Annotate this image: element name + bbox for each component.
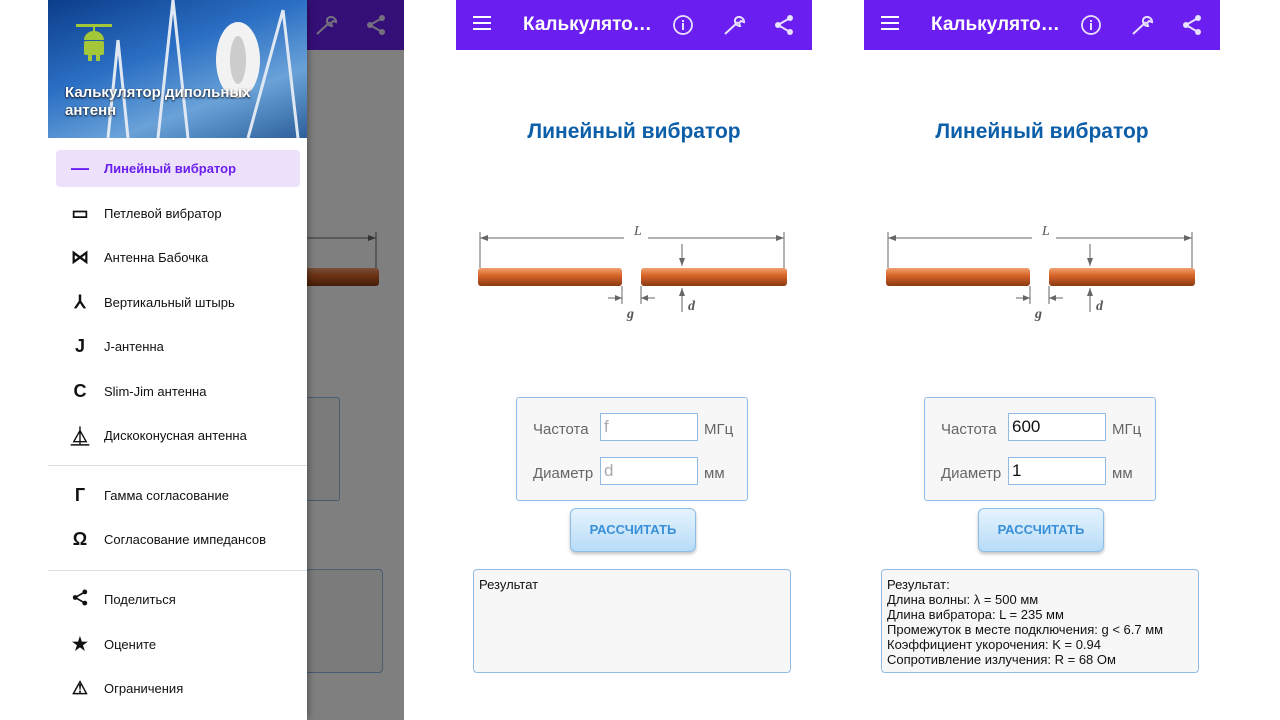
drawer-item[interactable]: ★ Оцените xyxy=(56,626,300,663)
drawer-item-label: Ограничения xyxy=(104,681,184,696)
dipole-diagram: L g d xyxy=(478,224,787,322)
drawer-item-label: Дискоконусная антенна xyxy=(104,428,247,443)
app-bar: Калькулято… xyxy=(456,0,812,50)
drawer-item[interactable]: Г Гамма согласование xyxy=(56,477,300,514)
diameter-unit: мм xyxy=(704,465,725,482)
frequency-label: Частота xyxy=(533,421,589,438)
label-g: g xyxy=(1034,307,1042,322)
screen-drawer: Калькулятор дипольных антенн — Линейный … xyxy=(48,0,404,720)
drawer-item-label: Петлевой вибратор xyxy=(104,206,222,221)
drawer-item-icon: ▭ xyxy=(71,203,89,223)
label-L: L xyxy=(1041,224,1050,239)
divider xyxy=(48,465,307,466)
drawer-item-label: Оцените xyxy=(104,637,157,652)
menu-icon[interactable] xyxy=(473,16,491,30)
frequency-unit: МГц xyxy=(704,421,734,438)
diameter-input[interactable] xyxy=(600,457,698,485)
drawer-item-icon: Г xyxy=(74,485,86,505)
navigation-drawer: Калькулятор дипольных антенн — Линейный … xyxy=(48,0,307,720)
frequency-label: Частота xyxy=(941,421,997,438)
info-icon[interactable] xyxy=(1079,13,1103,37)
drawer-item-label: Гамма согласование xyxy=(104,488,229,503)
drawer-item[interactable]: ▭ Петлевой вибратор xyxy=(56,195,300,232)
drawer-item[interactable]: ⅄ Вертикальный штырь xyxy=(56,284,300,321)
drawer-item-icon xyxy=(56,585,104,614)
screen-results: Калькулято… Линейный вибратор L g d Част… xyxy=(864,0,1220,720)
drawer-item-label: Вертикальный штырь xyxy=(104,295,235,310)
drawer-item-icon: Ω xyxy=(72,529,88,549)
result-line: Коэффициент укорочения: K = 0.94 xyxy=(887,637,1102,652)
page-heading: Линейный вибратор xyxy=(935,120,1149,143)
label-L: L xyxy=(633,224,642,239)
calculate-button[interactable]: РАССЧИТАТЬ xyxy=(570,508,696,552)
label-g: g xyxy=(626,307,634,322)
share-icon[interactable] xyxy=(772,13,796,37)
antenna-towers-image xyxy=(106,0,300,138)
drawer-item-label: Согласование импедансов xyxy=(104,532,266,547)
share-icon[interactable] xyxy=(1180,13,1204,37)
result-line: Длина вибратора: L = 235 мм xyxy=(887,607,1064,622)
result-line: Результат xyxy=(479,577,539,592)
diameter-label: Диаметр xyxy=(533,465,594,482)
drawer-item[interactable]: ⚠ Ограничения xyxy=(56,670,300,707)
drawer-item-label: Линейный вибратор xyxy=(104,161,237,176)
divider xyxy=(48,570,307,571)
dipole-diagram: L g d xyxy=(886,224,1195,322)
frequency-unit: МГц xyxy=(1112,421,1142,438)
app-bar: Калькулято… xyxy=(864,0,1220,50)
drawer-item-icon: ★ xyxy=(71,634,89,654)
info-icon[interactable] xyxy=(671,13,695,37)
drawer-item[interactable]: J J-антенна xyxy=(56,328,300,365)
drawer-item[interactable]: C Slim-Jim антенна xyxy=(56,373,300,410)
drawer-item-label: J-антенна xyxy=(104,339,164,354)
drawer-item-icon: ⋈ xyxy=(71,247,89,267)
result-line: Сопротивление излучения: R = 68 Ом xyxy=(887,652,1116,667)
wrench-icon[interactable] xyxy=(722,13,746,37)
result-line: Промежуток в месте подключения: g < 6.7 … xyxy=(887,622,1164,637)
screen-empty-form: Калькулято… Линейный вибратор L g d Част… xyxy=(456,0,812,720)
app-logo-icon xyxy=(76,24,112,61)
drawer-item[interactable]: Поделиться xyxy=(56,581,300,618)
frequency-input[interactable] xyxy=(600,413,698,441)
menu-icon[interactable] xyxy=(881,16,899,30)
drawer-item[interactable]: ⏅ Дискоконусная антенна xyxy=(56,417,300,454)
frequency-input[interactable] xyxy=(1008,413,1106,441)
drawer-item-icon: ⚠ xyxy=(71,678,89,698)
result-box: Результат xyxy=(473,569,791,673)
diameter-unit: мм xyxy=(1112,465,1133,482)
result-line: Длина волны: λ = 500 мм xyxy=(887,592,1039,607)
drawer-item-icon: C xyxy=(73,381,87,401)
input-form: Частота МГц Диаметр мм xyxy=(516,397,748,501)
drawer-item-icon: — xyxy=(71,158,89,178)
wrench-icon[interactable] xyxy=(1130,13,1154,37)
label-d: d xyxy=(1096,299,1104,314)
calculate-button[interactable]: РАССЧИТАТЬ xyxy=(978,508,1104,552)
drawer-header: Калькулятор дипольных антенн xyxy=(48,0,307,138)
drawer-item[interactable]: — Линейный вибратор xyxy=(56,150,300,187)
drawer-item-icon: J xyxy=(74,336,85,356)
drawer-title: Калькулятор дипольных антенн xyxy=(65,84,251,119)
drawer-item-label: Slim-Jim антенна xyxy=(104,384,207,399)
label-d: d xyxy=(688,299,696,314)
result-line: Результат: xyxy=(887,577,950,592)
drawer-item-label: Поделиться xyxy=(104,592,176,607)
page-heading: Линейный вибратор xyxy=(527,120,741,143)
drawer-item[interactable]: Ω Согласование импедансов xyxy=(56,521,300,558)
drawer-item-icon: ⅄ xyxy=(74,292,86,312)
app-title: Калькулято… xyxy=(523,14,652,35)
drawer-item-label: Антенна Бабочка xyxy=(104,250,209,265)
diameter-label: Диаметр xyxy=(941,465,1002,482)
app-title: Калькулято… xyxy=(931,14,1060,35)
drawer-item-icon: ⏅ xyxy=(71,426,89,447)
input-form: Частота МГц Диаметр мм xyxy=(924,397,1156,501)
diameter-input[interactable] xyxy=(1008,457,1106,485)
drawer-item[interactable]: ⋈ Антенна Бабочка xyxy=(56,239,300,276)
